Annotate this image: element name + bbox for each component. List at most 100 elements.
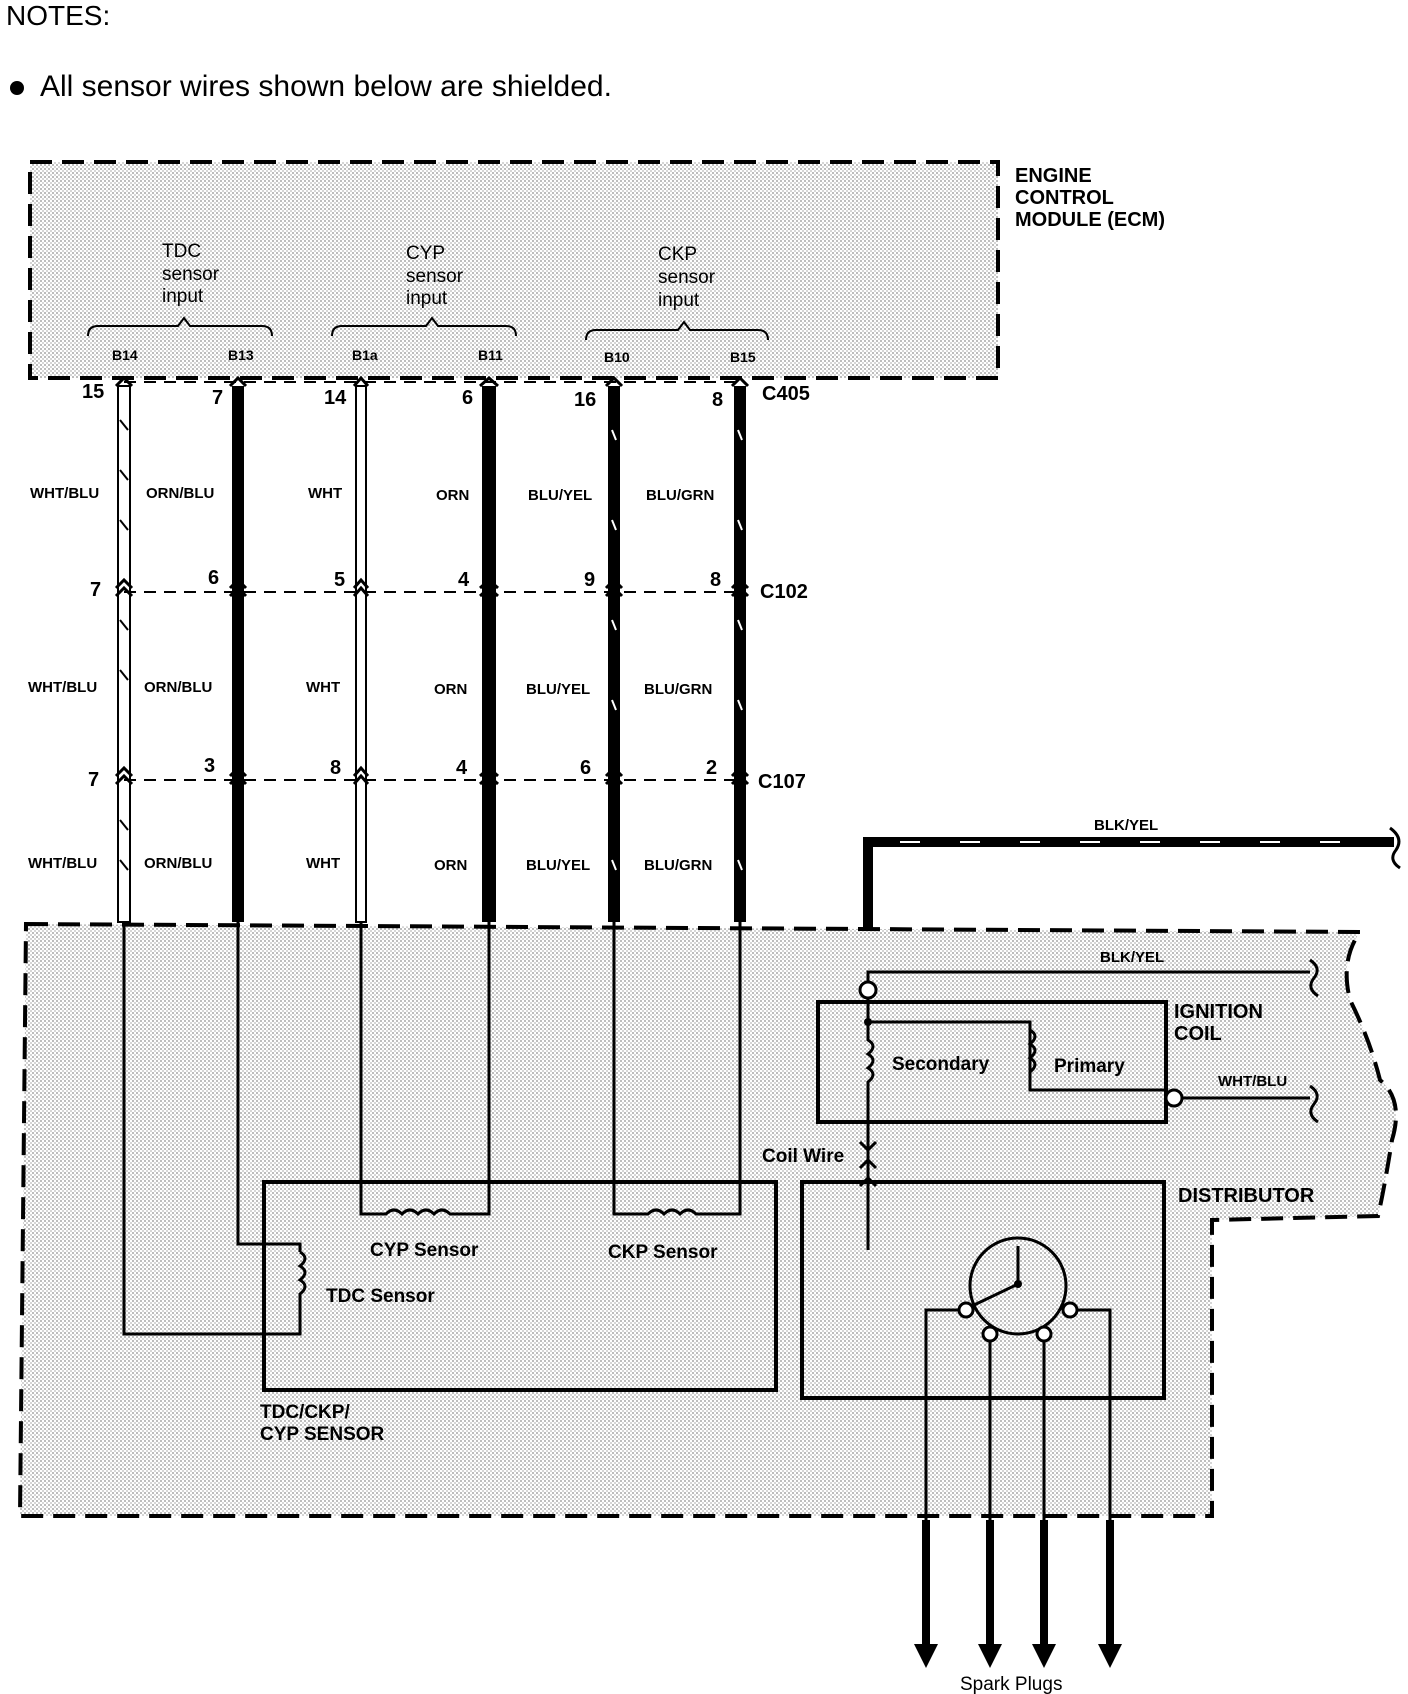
wire-label-3: WHT (306, 679, 340, 696)
ecm-pin-3: B1a (352, 347, 378, 363)
primary-label: Primary (1054, 1056, 1125, 1077)
spark-plug-wires (924, 1308, 1112, 1520)
ecm-label-3: MODULE (ECM) (1015, 209, 1165, 231)
connector-chevrons (114, 375, 750, 786)
coil-junction (864, 1018, 872, 1026)
primary-wire-label: WHT/BLU (1218, 1073, 1287, 1090)
c102-pin-2: 6 (208, 567, 219, 589)
c107-pin-5: 6 (580, 757, 591, 779)
ignition-coil-box (816, 1000, 1168, 1124)
c102-pin-6: 8 (710, 569, 721, 591)
ecm-group-ckp: CKP sensor input (585, 244, 769, 341)
c405-label: C405 (762, 383, 810, 405)
arrow-down-icon (914, 1644, 938, 1668)
ecm-group-cyp: CYP sensor input (331, 243, 517, 337)
c405-pin-4: 6 (462, 387, 473, 409)
ecm-group-tdc: TDC sensor input (87, 241, 273, 337)
c102-label: C102 (760, 581, 808, 603)
wire-label-6: BLU/GRN (644, 857, 712, 874)
c102-pin-3: 5 (334, 569, 345, 591)
c102-pin-4: 4 (458, 569, 470, 591)
c107-pin-3: 8 (330, 757, 341, 779)
wire-label-3: WHT (306, 855, 340, 872)
group-tdc-line-3: input (162, 286, 204, 307)
group-cyp-line-1: CYP (406, 243, 445, 264)
c405-pin-5: 16 (574, 389, 596, 411)
wire-label-4: ORN (434, 681, 467, 698)
arrow-down-icon (1032, 1644, 1056, 1668)
wire-label-3: WHT (308, 485, 342, 502)
ecm-pin-6: B15 (730, 349, 756, 365)
wire-label-4: ORN (434, 857, 467, 874)
distributor-box (800, 1180, 1166, 1400)
wire-wht-blu (117, 385, 131, 923)
wire-label-6: BLU/GRN (644, 681, 712, 698)
notes-text: All sensor wires shown below are shielde… (40, 70, 612, 103)
cyp-sensor-label: CYP Sensor (370, 1240, 479, 1261)
inner-wire-label: BLK/YEL (1100, 949, 1164, 966)
spark-plug-arrows (914, 1644, 1122, 1668)
wire-labels-row-3: WHT/BLU ORN/BLU WHT ORN BLU/YEL BLU/GRN (28, 855, 712, 874)
power-wire-label-top: BLK/YEL (1094, 817, 1158, 834)
brace-cyp (331, 316, 517, 337)
inner-wire-break-icon (1309, 958, 1319, 998)
notes-title: NOTES: (6, 0, 111, 31)
wire-orn-blu (232, 386, 244, 922)
group-tdc-line-2: sensor (162, 264, 220, 285)
ecm-pin-2: B13 (228, 347, 254, 363)
ignition-coil-label-2: COIL (1174, 1023, 1222, 1045)
power-wire-top (863, 826, 1401, 930)
wire-orn (482, 386, 496, 922)
ecm-pin-5: B10 (604, 349, 630, 365)
wire-label-5: BLU/YEL (526, 857, 590, 874)
c107-pin-2: 3 (204, 755, 215, 777)
wire-label-2: ORN/BLU (146, 485, 214, 502)
c107-label: C107 (758, 771, 806, 793)
arrow-down-icon (1098, 1644, 1122, 1668)
brace-tdc (87, 316, 273, 337)
c405-pin-3: 14 (324, 387, 347, 409)
wire-label-5: BLU/YEL (526, 681, 590, 698)
wire-blu-yel (608, 386, 620, 922)
c107-pin-1: 7 (88, 769, 99, 791)
group-tdc-line-1: TDC (162, 241, 201, 262)
ecm-pin-4: B11 (478, 347, 503, 363)
ecm-pin-1: B14 (112, 347, 138, 363)
coil-terminal-top (858, 980, 878, 1000)
wire-label-4: ORN (436, 487, 469, 504)
wire-label-2: ORN/BLU (144, 679, 212, 696)
wire-label-5: BLU/YEL (528, 487, 592, 504)
coil-internals (865, 998, 1164, 1120)
wire-blu-grn (734, 386, 746, 922)
wire-labels-row-2: WHT/BLU ORN/BLU WHT ORN BLU/YEL BLU/GRN (28, 679, 712, 698)
c405-pin-6: 8 (712, 389, 723, 411)
arrow-down-icon (978, 1644, 1002, 1668)
notes-line: All sensor wires shown below are shielde… (10, 70, 612, 104)
ignition-coil-label-1: IGNITION (1174, 1001, 1263, 1023)
wire-labels-row-1: WHT/BLU ORN/BLU WHT ORN BLU/YEL BLU/GRN (30, 485, 714, 504)
ecm-label-1: ENGINE (1015, 165, 1092, 187)
secondary-label: Secondary (892, 1054, 990, 1075)
tdc-sensor-label: TDC Sensor (326, 1286, 435, 1307)
sensor-assembly-label-2: CYP SENSOR (260, 1424, 385, 1445)
wire-label-1: WHT/BLU (30, 485, 99, 502)
ckp-sensor-label: CKP Sensor (608, 1242, 718, 1263)
wire-label-1: WHT/BLU (28, 855, 97, 872)
group-cyp-line-3: input (406, 288, 448, 309)
c107-pin-6: 2 (706, 757, 717, 779)
engine-component-region (17, 921, 1398, 1518)
wire-label-6: BLU/GRN (646, 487, 714, 504)
ecm-box (28, 160, 1000, 380)
c405-pin-2: 7 (212, 387, 223, 409)
ecm-label-2: CONTROL (1015, 187, 1114, 209)
wire-wht (355, 385, 367, 923)
spark-plugs-label: Spark Plugs (960, 1674, 1062, 1694)
wire-label-1: WHT/BLU (28, 679, 97, 696)
brace-ckp (585, 320, 769, 341)
group-cyp-line-2: sensor (406, 266, 464, 287)
primary-wire-break-icon (1309, 1084, 1319, 1124)
c102-pin-5: 9 (584, 569, 595, 591)
group-ckp-line-2: sensor (658, 267, 716, 288)
distributor-cap (957, 1236, 1079, 1343)
